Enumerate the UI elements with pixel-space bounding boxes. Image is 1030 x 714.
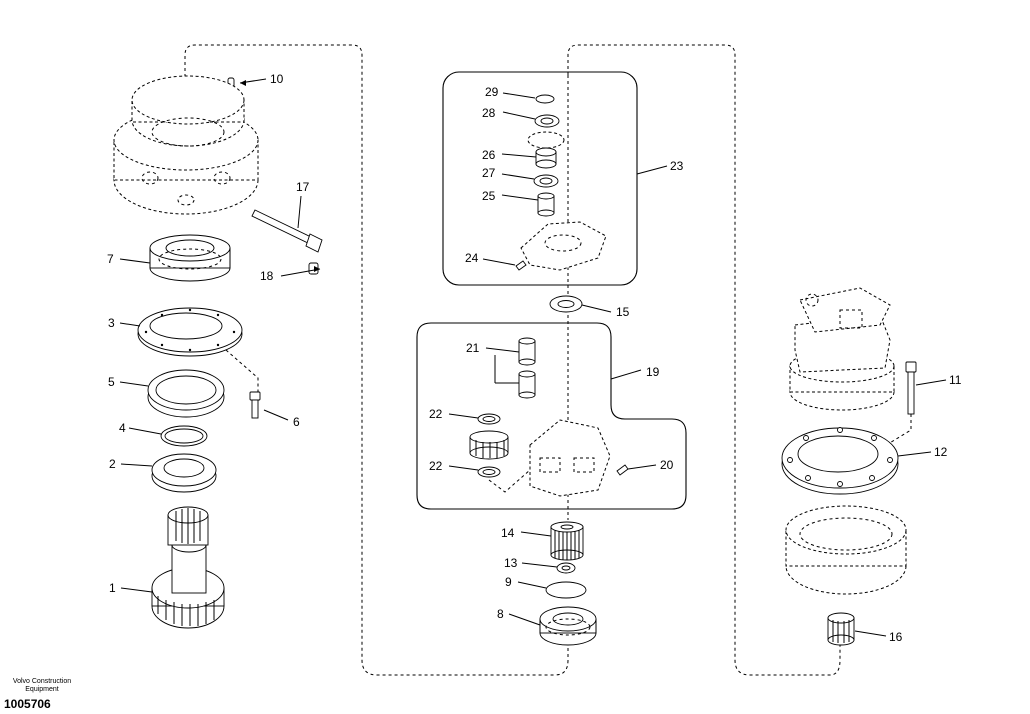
brand-line-2: Equipment [25,686,59,693]
leader-lines [119,78,947,637]
brand-line-1: Volvo Construction [12,678,72,685]
label-20: 20 [660,458,674,472]
assembly-route-right [567,44,841,676]
label-29: 29 [485,85,499,99]
planet-carrier-19 [529,419,611,497]
part-8-bearing [539,606,597,646]
part-3-ring-flange [137,307,243,357]
label-13: 13 [504,556,518,570]
group-box-19 [416,322,687,510]
part-12-ring-flange [781,427,899,495]
part-1-pinion-shaft [151,506,225,629]
label-17: 17 [296,180,310,194]
part-17-bolt [251,209,323,253]
part-14-sun-gear [550,521,584,561]
label-9: 9 [505,575,512,589]
label-4: 4 [119,421,126,435]
label-19: 19 [646,365,660,379]
label-21: 21 [466,341,480,355]
arrow-18 [314,266,320,272]
label-2: 2 [109,457,116,471]
assembly-route-left [184,44,569,676]
part-11-bolt [905,361,917,415]
label-12: 12 [934,445,948,459]
dash-11-to-12 [887,414,912,445]
label-11: 11 [949,373,962,387]
group-box-23 [442,71,638,286]
label-18: 18 [260,269,274,283]
part-13-washer [556,562,576,574]
part-25-pin [537,192,555,217]
part-24-pin [515,260,527,271]
label-24: 24 [465,251,479,265]
planet-carrier-23 [520,221,607,271]
part-28-washer [534,114,560,128]
label-22-lower: 22 [429,459,443,473]
label-22-upper: 22 [429,407,443,421]
document-number: 1005706 [4,697,51,711]
part-29-snap-ring [535,94,555,104]
label-3: 3 [108,316,115,330]
dash-22-to-carrier [488,469,531,493]
label-26: 26 [482,148,496,162]
part-number-labels: 10 17 18 7 3 5 6 4 2 1 29 28 26 27 25 23… [107,72,962,644]
label-28: 28 [482,106,496,120]
label-8: 8 [497,607,504,621]
part-9-snap-ring [545,581,587,599]
swing-motor [789,287,895,411]
label-16: 16 [889,630,903,644]
label-14: 14 [501,526,515,540]
label-15: 15 [616,305,630,319]
part-4-o-ring [160,425,208,447]
part-22-washer-lower [477,466,501,478]
label-5: 5 [108,375,115,389]
part-7-bearing [149,234,231,282]
part-15-thrust-washer [549,295,583,313]
part-20-pin [616,464,629,476]
label-27: 27 [482,166,496,180]
arrow-10 [240,80,246,86]
ring-gear [785,505,907,595]
planet-gear-19 [469,430,509,460]
label-10: 10 [270,72,284,86]
part-22-washer-upper [477,413,501,425]
label-7: 7 [107,252,114,266]
part-21-pin-upper [518,337,536,366]
housing-top [113,75,259,215]
part-16-nut [827,612,855,646]
part-26-bushing [535,147,557,169]
label-6: 6 [293,415,300,429]
label-25: 25 [482,189,496,203]
part-5-ring [147,369,225,418]
label-23: 23 [670,159,684,173]
dash-3-to-6 [225,349,259,392]
part-6-bolt [249,391,261,419]
part-21-pin-lower [518,370,536,399]
label-1: 1 [109,581,116,595]
part-2-seal [151,453,217,493]
brand-label: Volvo Construction Equipment [2,678,82,694]
part-27-washer [533,174,559,188]
planet-gear-upper [527,131,565,149]
